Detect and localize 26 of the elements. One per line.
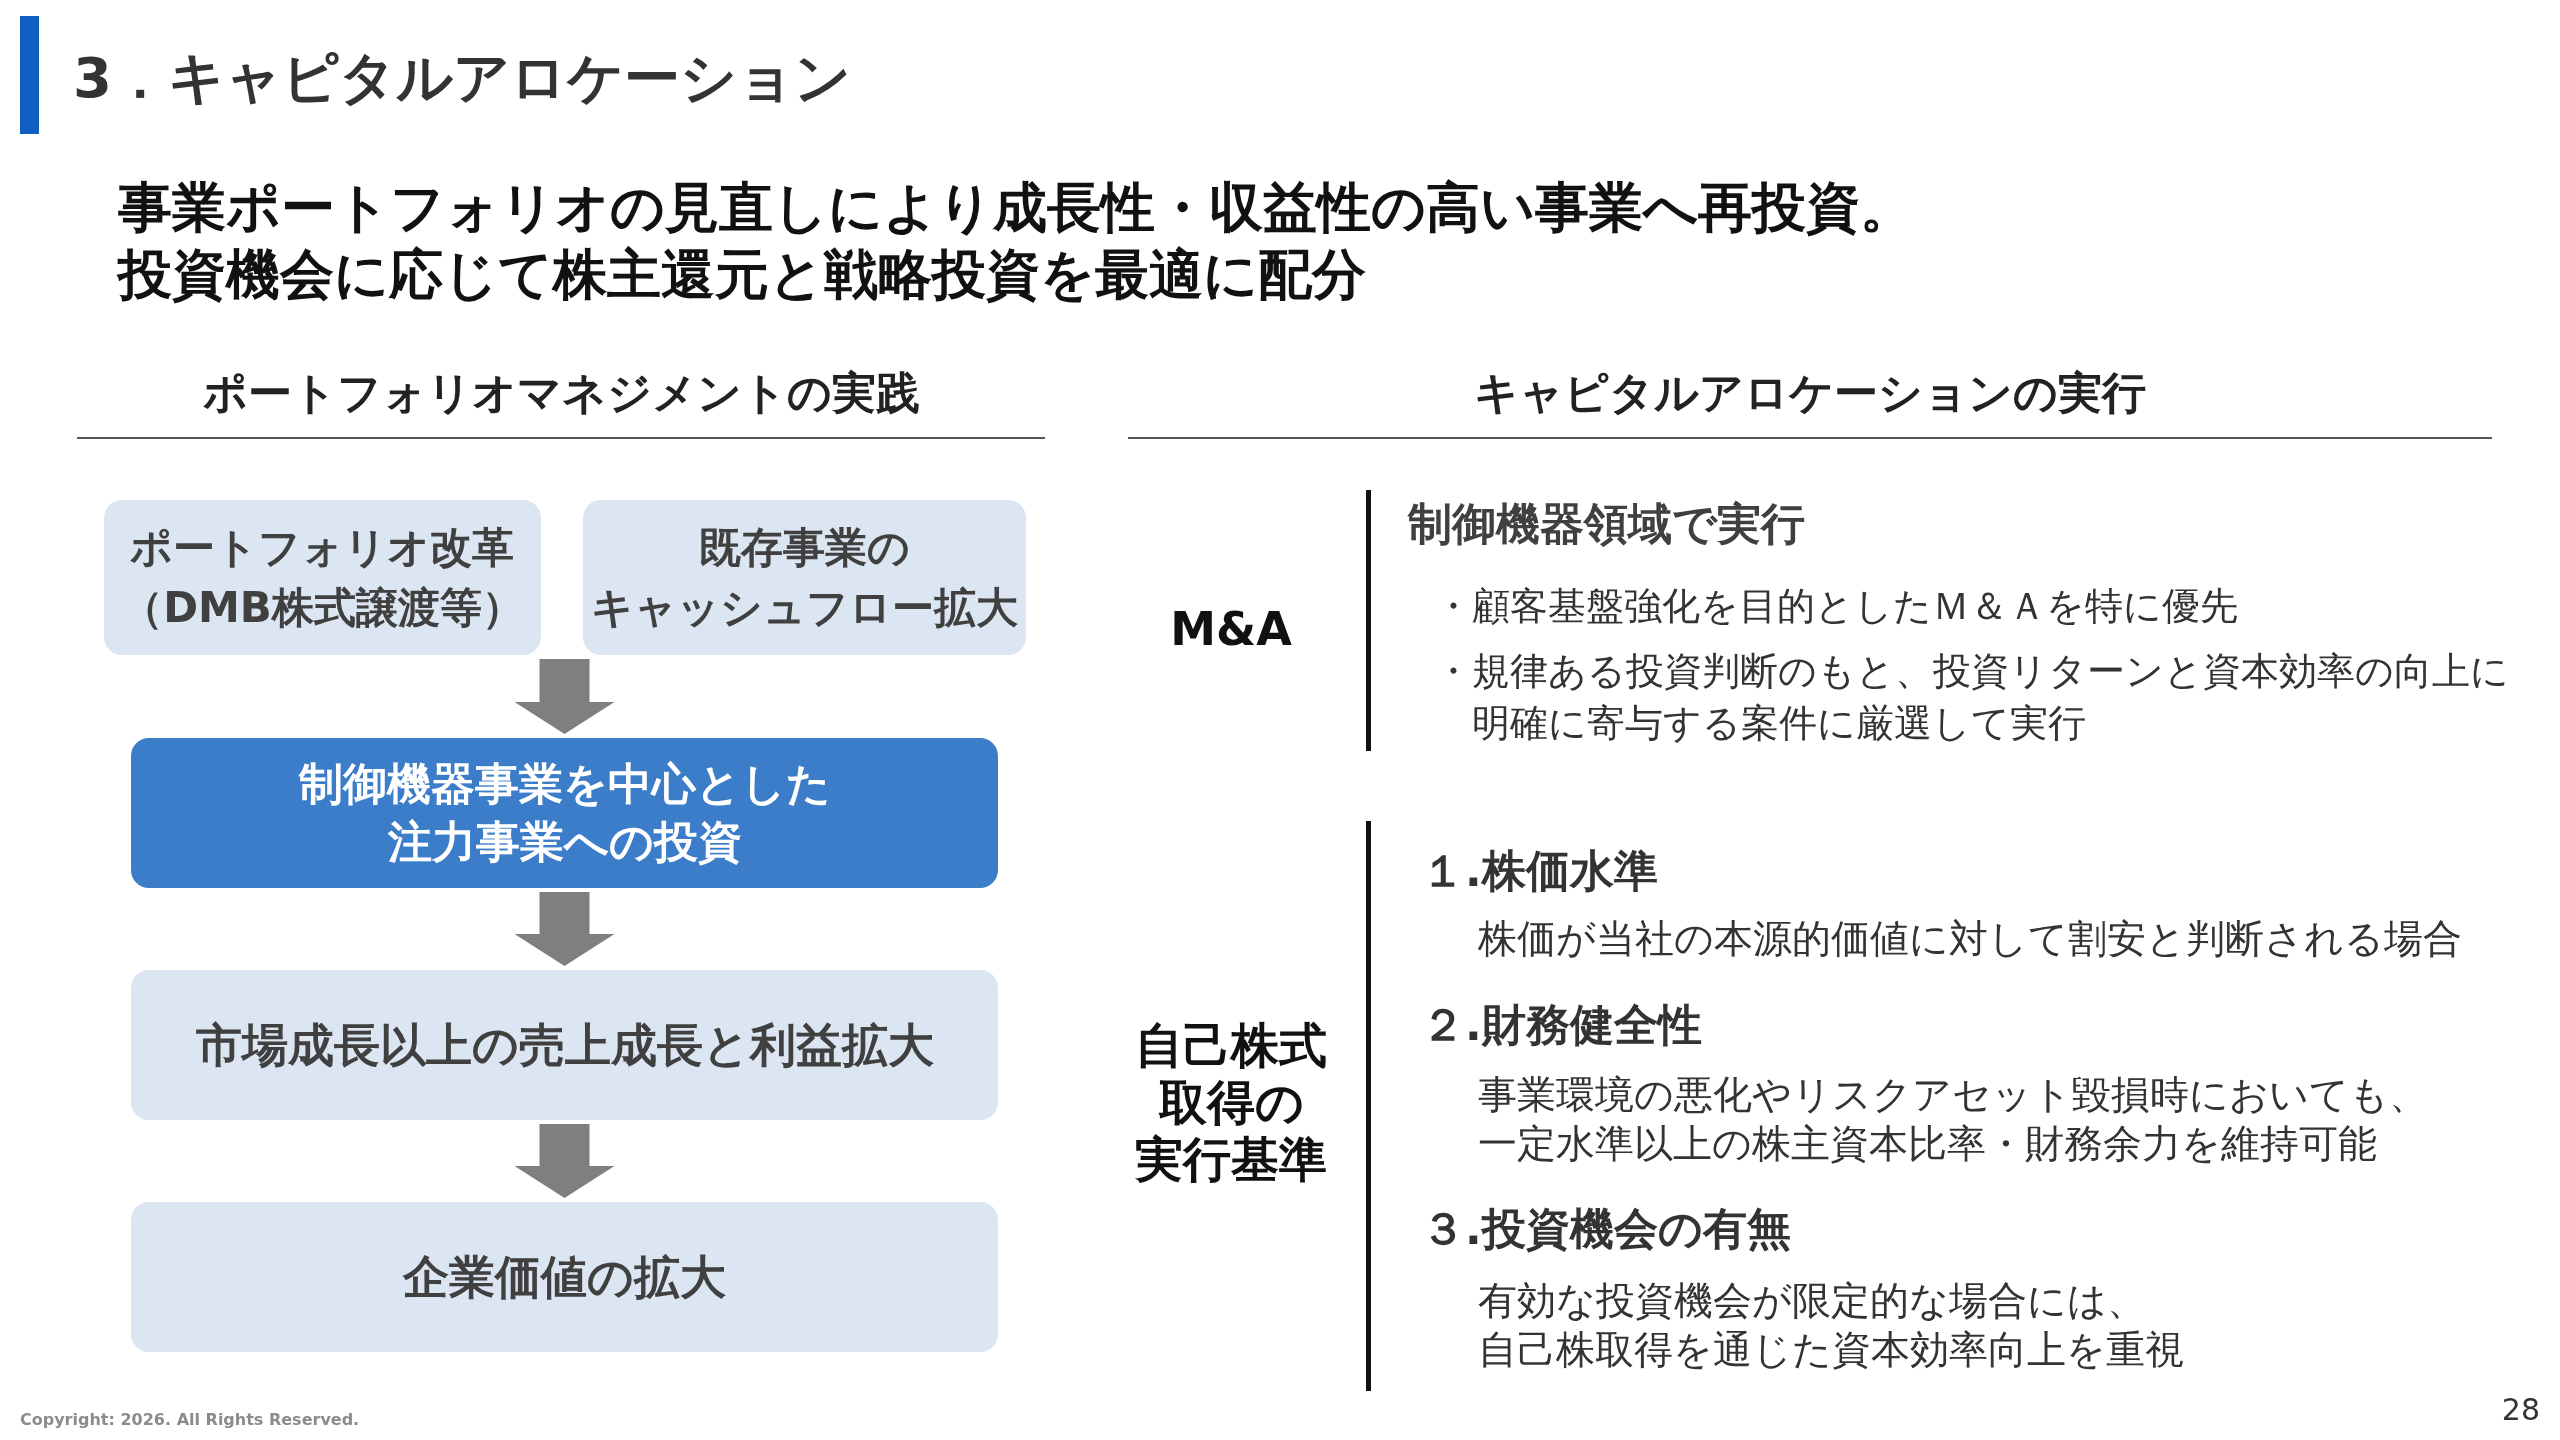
block-arrow (514, 1124, 615, 1198)
result-box: 企業価値の拡大 (131, 1202, 998, 1352)
headline: 投資機会に応じて株主還元と戦略投資を最適に配分 (118, 242, 1366, 307)
source-box: 既存事業のキャッシュフロー拡大 (583, 500, 1026, 655)
criterion-heading: ２.財務健全性 (1421, 998, 1702, 1051)
criterion-text: 株価が当社の本源的価値に対して割安と判断される場合 (1478, 915, 2462, 963)
subheading: 制御機器領域で実行 (1408, 497, 1805, 550)
page-number: 28 (2500, 1392, 2540, 1428)
criterion-text: 有効な投資機会が限定的な場合には、自己株取得を通じた資本効率向上を重視 (1478, 1277, 2184, 1374)
block-arrow (514, 892, 615, 966)
criterion-text: 事業環境の悪化やリスクアセット毀損時においても、一定水準以上の株主資本比率・財務余力を維持可能 (1478, 1071, 2428, 1168)
block-arrow (514, 659, 615, 734)
category-label: 自己株式取得の実行基準 (1134, 1017, 1328, 1188)
slide-title: 3．キャピタルアロケーション (73, 44, 851, 111)
headline: 事業ポートフォリオの見直しにより成長性・収益性の高い事業へ再投資。 (118, 175, 1914, 240)
bullet-text: ・規律ある投資判断のもと、投資リターンと資本効率の向上に明確に寄与する案件に厳選して実行 (1434, 648, 2509, 747)
criterion-heading: ３.投資機会の有無 (1421, 1202, 1791, 1255)
category-label: M&A (1169, 601, 1293, 657)
bullet-text: ・顧客基盤強化を目的としたＭ＆Ａを特に優先 (1434, 583, 2238, 630)
section-heading: ポートフォリオマネジメントの実践 (201, 366, 921, 419)
process-box: 市場成長以上の売上成長と利益拡大 (131, 970, 998, 1120)
highlighted-box: 制御機器事業を中心とした注力事業への投資 (131, 738, 998, 888)
copyright-notice: Copyright: 2026. All Rights Reserved. (20, 1410, 360, 1430)
section-heading: キャピタルアロケーションの実行 (1473, 366, 2147, 419)
source-box: ポートフォリオ改革（DMB株式譲渡等） (104, 500, 541, 655)
criterion-heading: １.株価水準 (1421, 844, 1658, 897)
